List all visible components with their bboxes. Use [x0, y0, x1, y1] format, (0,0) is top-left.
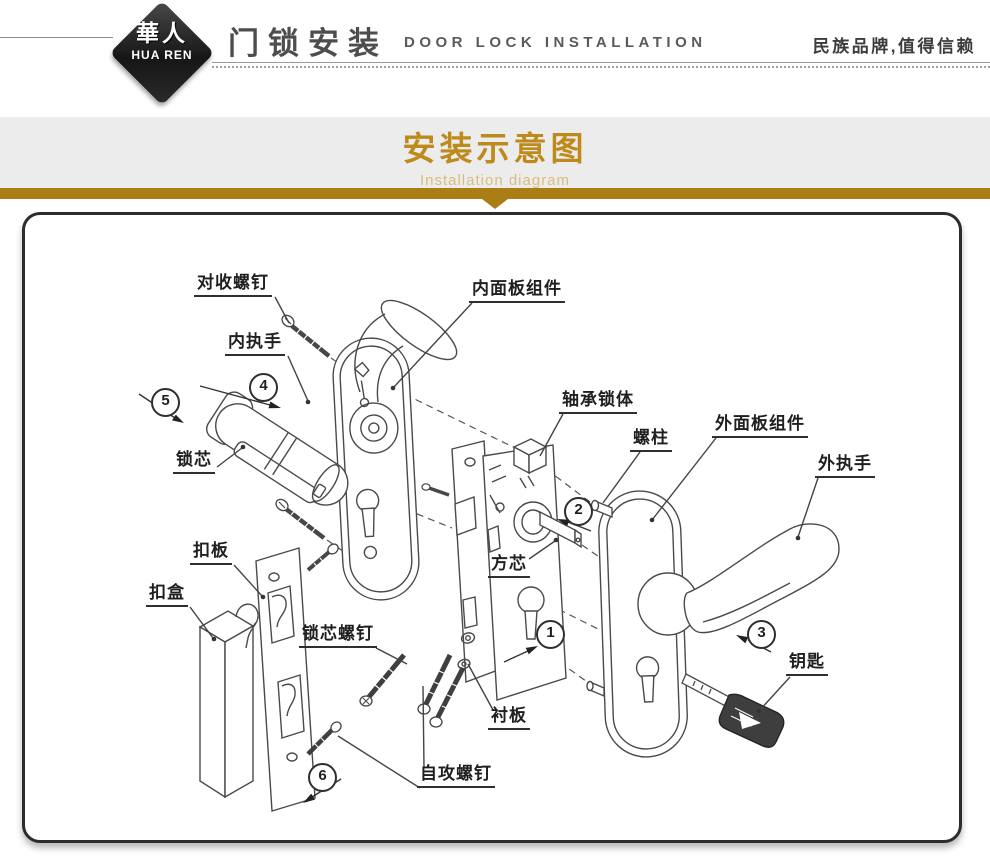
part-label-inner-handle: 内执手 [225, 332, 285, 356]
diagram-frame [22, 212, 962, 843]
part-label-lock-cylinder: 锁芯 [173, 450, 215, 474]
gold-divider-bar [0, 188, 990, 199]
step-badge-3: 3 [747, 620, 776, 649]
step-badge-1: 1 [536, 620, 565, 649]
step-badge-5: 5 [151, 388, 180, 417]
header-solid-rule [212, 62, 990, 63]
part-label-counter-screws: 对收螺钉 [194, 273, 272, 297]
section-title: 安装示意图 [402, 130, 588, 167]
step-badge-4: 4 [249, 373, 278, 402]
brand-slogan: 民族品牌,值得信赖 [812, 37, 976, 56]
brand-logo-cn: 華人 [136, 20, 188, 47]
part-label-square-spindle: 方芯 [488, 554, 530, 578]
part-label-strike-plate: 扣板 [190, 541, 232, 565]
brand-logo-en: HUA REN [131, 48, 193, 63]
part-label-bearing-lock-body: 轴承锁体 [559, 390, 637, 414]
part-label-outer-handle: 外执手 [815, 454, 875, 478]
step-badge-2: 2 [564, 497, 593, 526]
part-label-self-tapping-screws: 自攻螺钉 [417, 764, 495, 788]
part-label-key: 钥匙 [786, 652, 828, 676]
section-subtitle: Installation diagram [419, 172, 571, 189]
header-dotted-rule [212, 66, 990, 68]
part-label-inner-panel: 内面板组件 [469, 279, 565, 303]
part-label-outer-panel: 外面板组件 [712, 414, 808, 438]
page-title: 门锁安装 [228, 26, 388, 61]
brand-logo: 華人 HUA REN [112, 20, 212, 63]
part-label-strike-box: 扣盒 [146, 583, 188, 607]
section-banner: 安装示意图 Installation diagram [0, 117, 990, 189]
part-label-stud: 螺柱 [630, 428, 672, 452]
step-badge-6: 6 [308, 763, 337, 792]
part-label-cylinder-screws: 锁芯螺钉 [299, 624, 377, 648]
part-label-liner-plate: 衬板 [488, 706, 530, 730]
page-title-en: DOOR LOCK INSTALLATION [404, 34, 707, 51]
gold-divider-pointer [482, 199, 508, 209]
header-left-rule [0, 37, 113, 38]
